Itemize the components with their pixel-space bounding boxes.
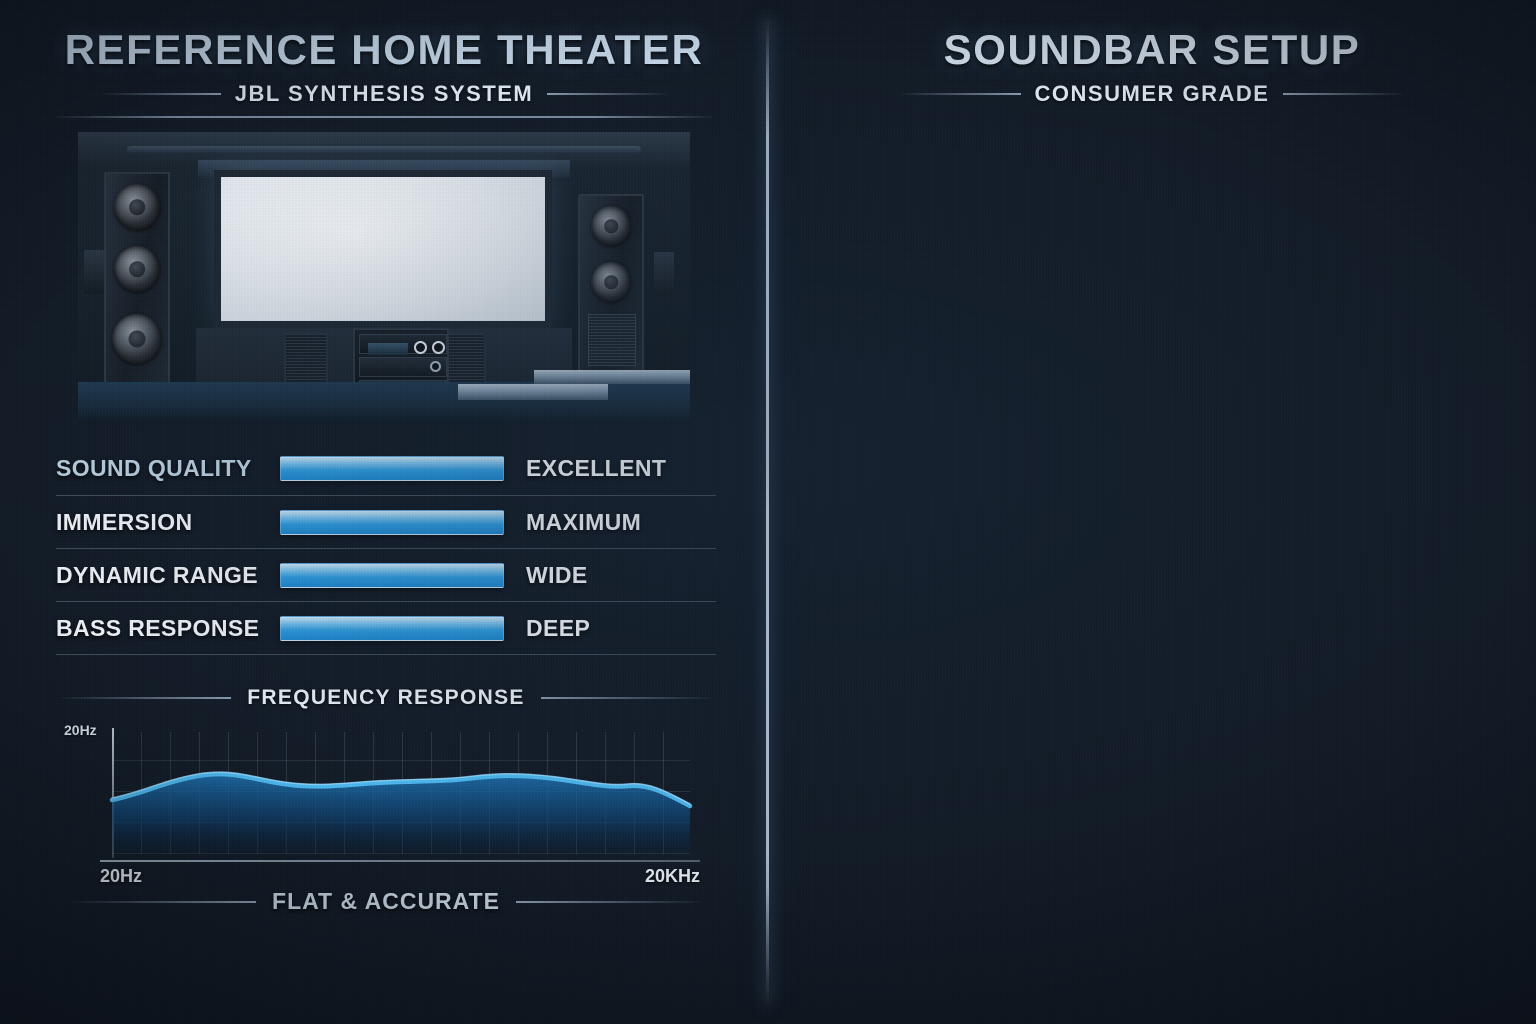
right-subtitle: CONSUMER GRADE xyxy=(1034,81,1270,106)
panel-soundbar-setup: SOUNDBAR SETUP CONSUMER GRADE xyxy=(768,0,1536,1024)
left-caption-wrap: FLAT & ACCURATE xyxy=(56,888,716,915)
right-subtitle-wrap: CONSUMER GRADE xyxy=(768,81,1536,107)
metric-bar-slot xyxy=(280,562,512,588)
metric-bar-slot xyxy=(280,615,512,641)
metric-value: DEEP xyxy=(526,614,591,641)
caption-rule-right xyxy=(515,900,701,903)
left-subtitle: JBL SYNTHESIS SYSTEM xyxy=(234,81,534,106)
subtitle-rule-right xyxy=(1283,93,1404,95)
chart-rule-right xyxy=(540,697,711,699)
home-theater-room-image xyxy=(78,132,690,424)
chart-title-wrap: FREQUENCY RESPONSE xyxy=(56,686,716,710)
chart-title: FREQUENCY RESPONSE xyxy=(247,686,525,709)
chart-rule-left xyxy=(61,697,232,699)
center-divider xyxy=(766,18,769,1006)
chart-plot-area: 20Hz xyxy=(56,722,716,886)
metric-bar-slot xyxy=(280,509,512,535)
left-caption: FLAT & ACCURATE xyxy=(272,888,500,914)
left-header: REFERENCE HOME THEATER JBL SYNTHESIS SYS… xyxy=(0,26,768,107)
metric-bar-slot xyxy=(280,456,512,481)
metric-bar xyxy=(280,456,504,481)
metric-bar xyxy=(280,562,504,588)
right-speaker-tower xyxy=(578,194,644,374)
panel-reference-home-theater: REFERENCE HOME THEATER JBL SYNTHESIS SYS… xyxy=(0,0,768,1024)
left-speaker-tower xyxy=(104,172,170,386)
left-frequency-chart: FREQUENCY RESPONSE 20Hz xyxy=(56,686,716,886)
metric-row: IMMERSION MAXIMUM xyxy=(56,495,716,548)
metric-label: DYNAMIC RANGE xyxy=(56,561,258,588)
metric-value: WIDE xyxy=(526,561,588,588)
chart-y-label: 20Hz xyxy=(64,722,97,738)
chart-x-axis xyxy=(100,860,700,862)
metric-label: SOUND QUALITY xyxy=(56,455,252,481)
left-title: REFERENCE HOME THEATER xyxy=(64,26,704,73)
metric-label: BASS RESPONSE xyxy=(56,614,260,641)
metric-row: DYNAMIC RANGE WIDE xyxy=(56,548,716,601)
left-metrics-list: SOUND QUALITY EXCELLENT IMMERSION MAXIMU… xyxy=(56,442,716,655)
right-header: SOUNDBAR SETUP CONSUMER GRADE xyxy=(768,26,1536,107)
left-subtitle-wrap: JBL SYNTHESIS SYSTEM xyxy=(0,81,768,107)
metric-value: MAXIMUM xyxy=(526,508,642,535)
metric-bar xyxy=(280,615,504,641)
metric-value: EXCELLENT xyxy=(526,455,667,481)
metric-label: IMMERSION xyxy=(56,508,193,535)
subtitle-rule-left xyxy=(900,93,1021,95)
chart-x-labels: 20Hz 20KHz xyxy=(100,866,700,887)
chart-x-max: 20KHz xyxy=(644,866,700,886)
metric-row: SOUND QUALITY EXCELLENT xyxy=(56,442,716,495)
metric-row: BASS RESPONSE DEEP xyxy=(56,601,716,654)
metric-bar xyxy=(280,509,504,535)
chart-svg xyxy=(109,771,693,854)
chart-plot xyxy=(109,728,693,858)
projection-screen xyxy=(214,170,552,328)
subtitle-rule-right xyxy=(547,93,668,95)
chart-x-min: 20Hz xyxy=(100,866,143,886)
subtitle-rule-left xyxy=(100,93,221,95)
caption-rule-left xyxy=(71,900,257,903)
right-title: SOUNDBAR SETUP xyxy=(943,26,1361,73)
left-header-underline xyxy=(56,116,712,118)
